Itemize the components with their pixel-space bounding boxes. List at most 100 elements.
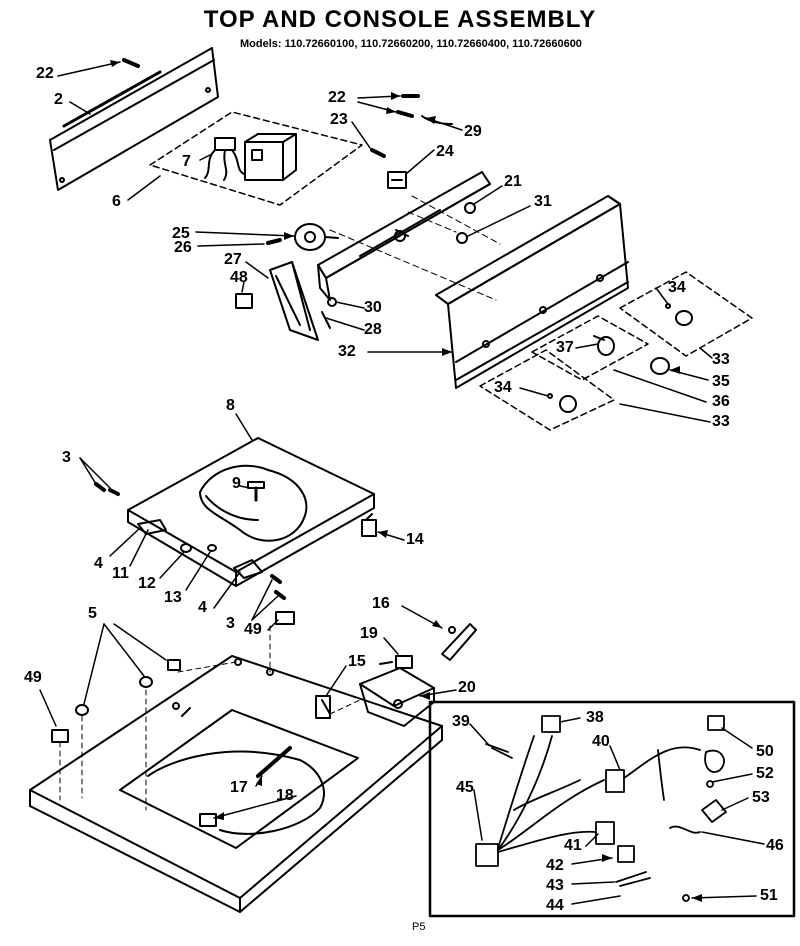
actuator-16 <box>441 623 477 661</box>
callout-label: 42 <box>546 857 564 874</box>
callout-label: 3 <box>62 449 71 466</box>
clip-49-left <box>51 729 69 743</box>
callout-label: 17 <box>230 779 248 796</box>
callout-label: 29 <box>464 123 482 140</box>
callout-label: 46 <box>766 837 784 854</box>
callout-label: 27 <box>224 251 242 268</box>
screw-30-part <box>327 297 337 307</box>
bumper-14 <box>361 513 377 537</box>
hinge-parts-right <box>233 559 286 600</box>
callout-label: 38 <box>586 709 604 726</box>
timer-group-box <box>149 111 363 206</box>
switch-bracket-15 <box>315 695 331 719</box>
callout-label: 19 <box>360 625 378 642</box>
callout-label: 35 <box>712 373 730 390</box>
callout-label: 12 <box>138 575 156 592</box>
callout-label: 24 <box>436 143 454 160</box>
callout-label: 33 <box>712 351 730 368</box>
screw-28-part <box>321 311 331 329</box>
back-panel-part <box>49 47 219 191</box>
lid-switch-19 <box>379 655 413 669</box>
arrowheads <box>110 60 702 902</box>
alignment-lines <box>59 625 361 811</box>
lid-screw-9 <box>247 481 265 502</box>
clip-49-mid <box>275 611 295 625</box>
diagram-title: TOP AND CONSOLE ASSEMBLY <box>203 6 597 33</box>
callout-label: 36 <box>712 393 730 410</box>
callout-label: 34 <box>668 279 686 296</box>
callout-label: 16 <box>372 595 390 612</box>
bolt-17 <box>256 746 292 778</box>
callout-label: 52 <box>756 765 774 782</box>
callout-label: 40 <box>592 733 610 750</box>
callout-label: 15 <box>348 653 366 670</box>
wire-harness-inset <box>428 700 796 918</box>
callout-label: 48 <box>230 269 248 286</box>
callout-label: 45 <box>456 779 474 796</box>
callout-label: 4 <box>198 599 207 616</box>
callout-label: 49 <box>24 669 42 686</box>
top-lid-part <box>127 437 375 587</box>
callout-label: 44 <box>546 897 564 914</box>
knob-34-lower <box>547 393 577 413</box>
terminal-block-7-part <box>204 137 245 181</box>
callout-label: 14 <box>406 531 424 548</box>
callout-label: 28 <box>364 321 382 338</box>
knob-box-lower <box>479 349 615 431</box>
knob-box-upper <box>619 271 753 357</box>
callout-label: 34 <box>494 379 512 396</box>
bumpers-5 <box>75 659 181 716</box>
callout-label: 41 <box>564 837 582 854</box>
callout-label: 23 <box>330 111 348 128</box>
callout-label: 43 <box>546 877 564 894</box>
callout-label: 8 <box>226 397 235 414</box>
callout-label: 50 <box>756 743 774 760</box>
callout-label: 37 <box>556 339 574 356</box>
screw-22-part <box>122 58 140 68</box>
callout-label: 51 <box>760 887 778 904</box>
knob-box-middle <box>531 315 649 381</box>
callout-label: 31 <box>534 193 552 210</box>
console-bracket-rail <box>317 171 501 301</box>
callout-label: 22 <box>328 89 346 106</box>
clip-48-part <box>235 293 253 309</box>
callout-label: 33 <box>712 413 730 430</box>
callout-label: 11 <box>112 565 129 582</box>
screw-26-part <box>266 238 282 245</box>
screw-31-part <box>456 232 468 244</box>
page-mark: P5 <box>412 921 426 933</box>
callout-label: 4 <box>94 555 103 572</box>
callout-label: 39 <box>452 713 470 730</box>
callout-label: 13 <box>164 589 182 606</box>
callout-label: 20 <box>458 679 476 696</box>
screws-group-upper <box>370 94 453 158</box>
control-panel-part <box>435 195 629 389</box>
model-numbers: Models: 110.72660100, 110.72660200, 110.… <box>240 38 582 50</box>
switch-25-part <box>294 223 339 251</box>
callout-label: 30 <box>364 299 382 316</box>
callout-label: 2 <box>54 91 63 108</box>
hinge-parts-left <box>94 482 217 553</box>
callout-label: 25 <box>172 225 190 242</box>
callout-label: 49 <box>244 621 262 638</box>
knob-34-upper <box>665 303 693 326</box>
callout-label: 26 <box>174 239 192 256</box>
callout-label: 6 <box>112 193 121 210</box>
callout-label: 3 <box>226 615 235 632</box>
callout-label: 32 <box>338 343 356 360</box>
wire-harness-part <box>475 715 727 902</box>
callout-label: 5 <box>88 605 97 622</box>
knob-35 <box>650 357 670 375</box>
callout-label: 18 <box>276 787 294 804</box>
callout-label: 9 <box>232 475 241 492</box>
callout-label: 7 <box>182 153 191 170</box>
housing-27-part <box>269 261 319 341</box>
selector-switch-37 <box>593 335 615 356</box>
callout-label: 21 <box>504 173 522 190</box>
bracket-24-part <box>387 171 407 189</box>
cabinet-top-part <box>29 655 443 913</box>
timer-part <box>244 133 297 181</box>
callout-label: 22 <box>36 65 54 82</box>
